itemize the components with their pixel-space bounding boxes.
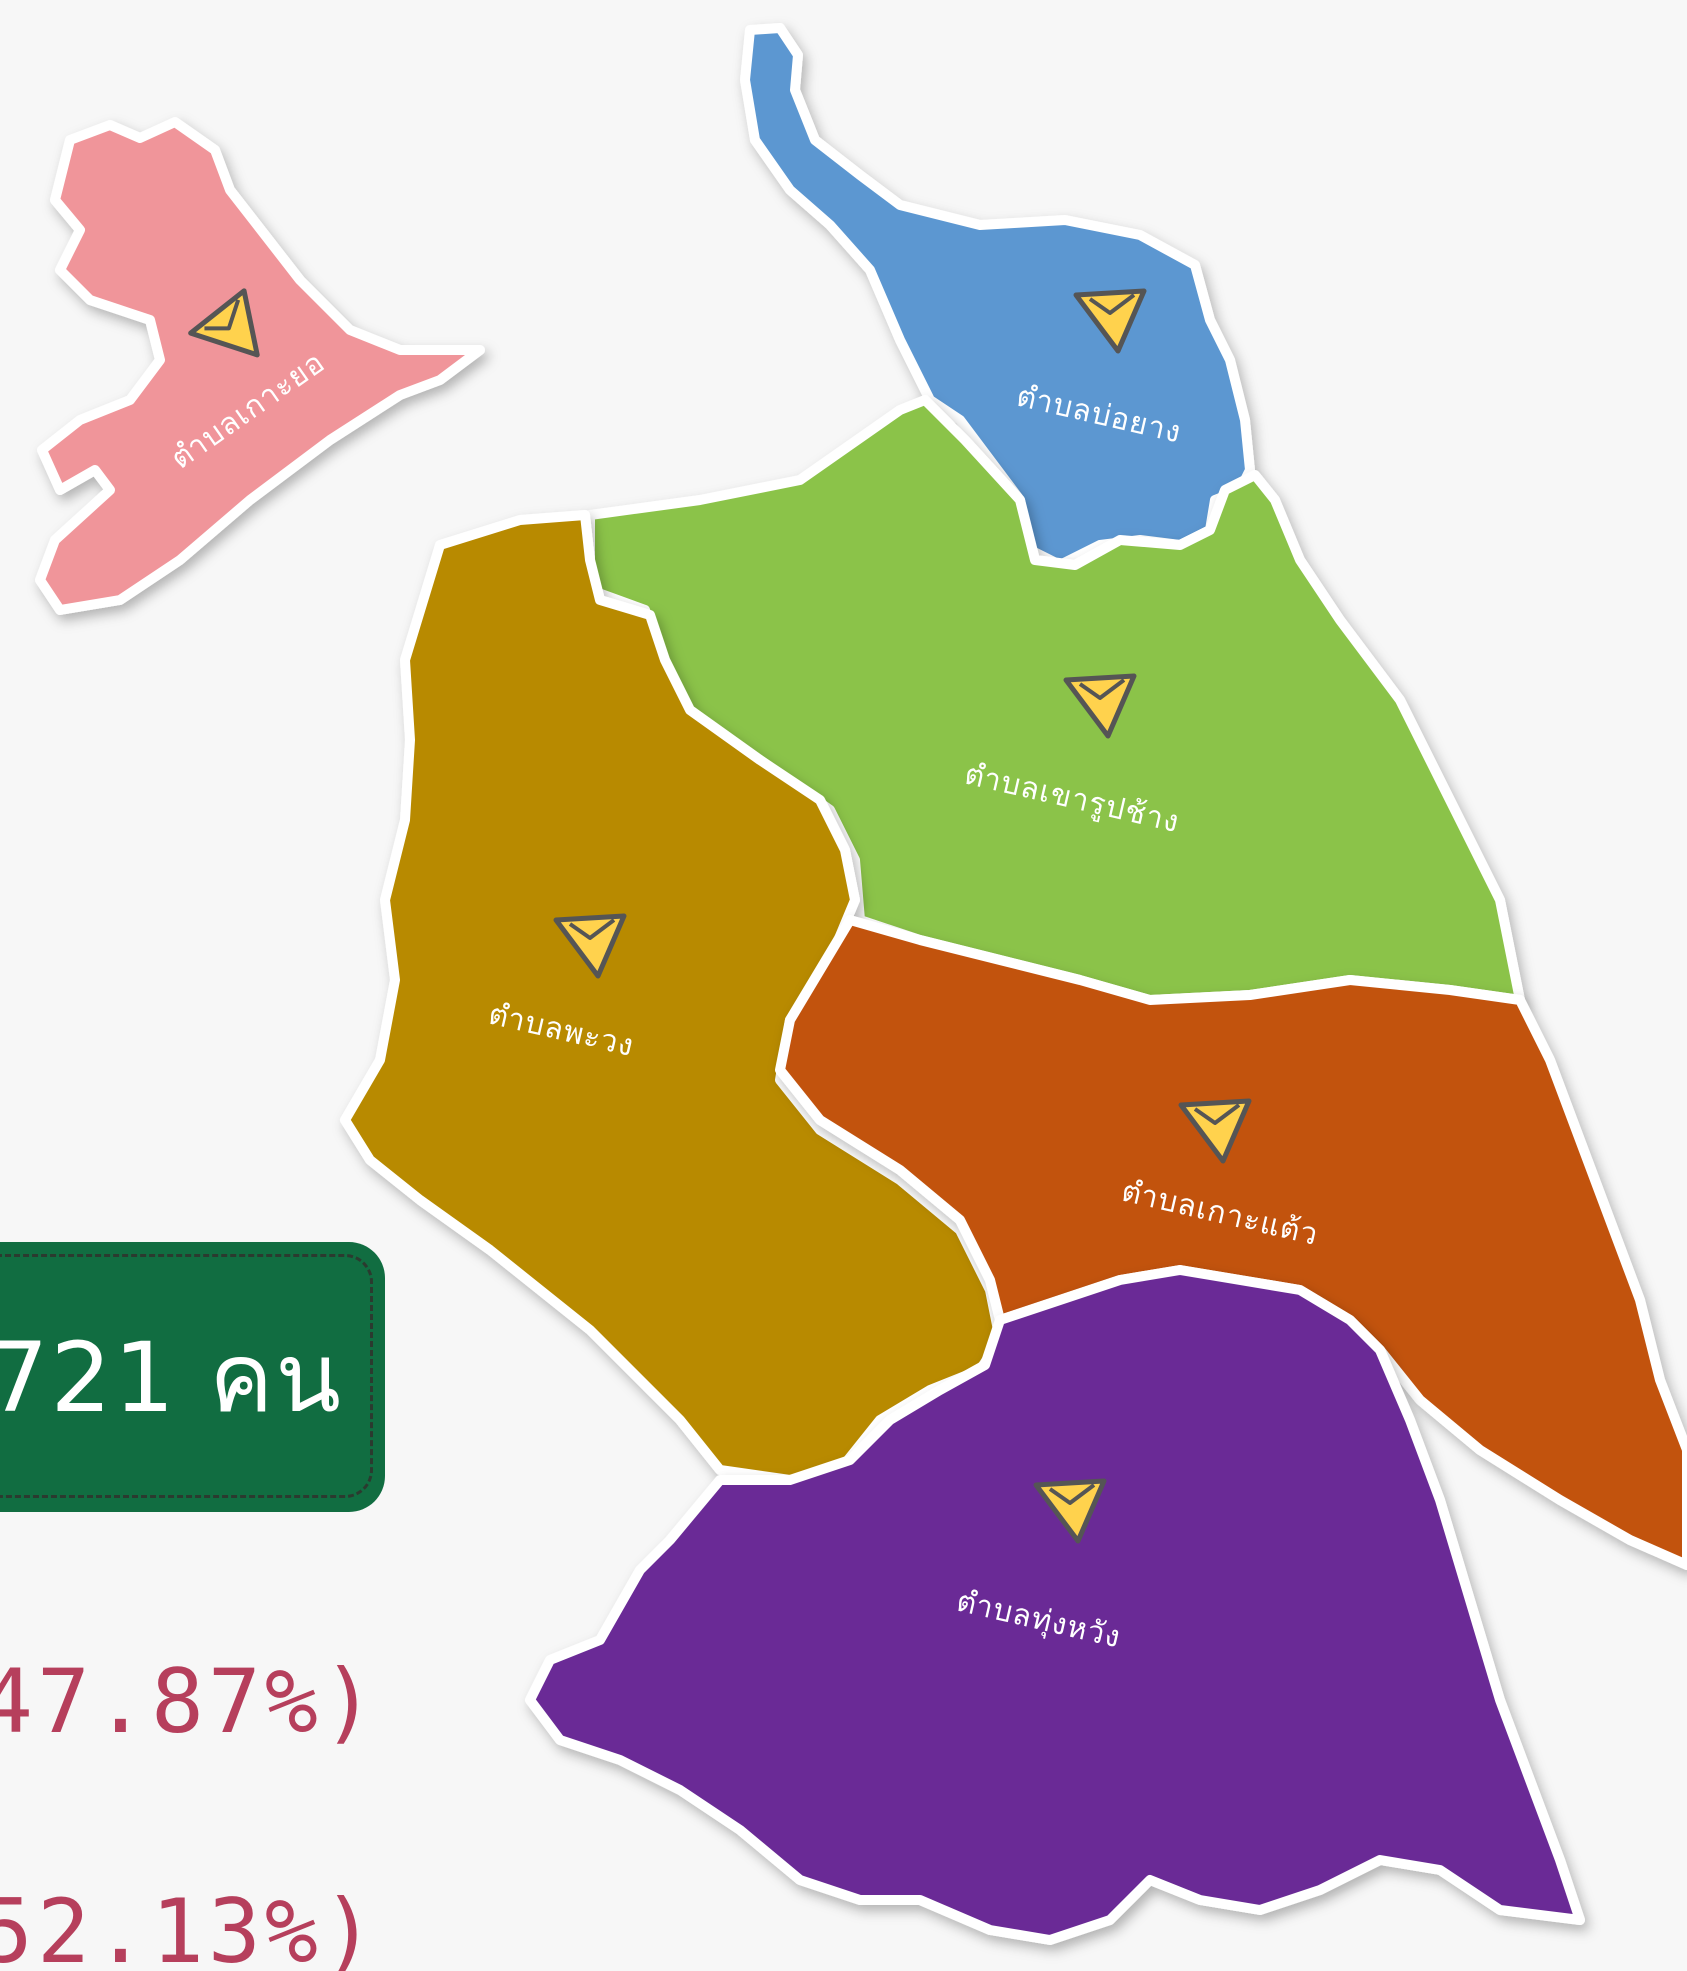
male-percent-text: 47.87%): [0, 1650, 379, 1753]
marker-icon: [1073, 288, 1147, 354]
marker-icon: [188, 288, 260, 358]
year-fragment: 5: [0, 1120, 4, 1185]
total-population-box: 721 คน: [0, 1242, 385, 1512]
total-population-text: 721 คน: [0, 1322, 343, 1434]
district-markers: [188, 288, 1252, 1544]
marker-icon: [1033, 1478, 1107, 1544]
district-ko-taeo[interactable]: [775, 915, 1687, 1570]
total-box-dashed-border: [0, 1254, 373, 1498]
female-percent-text: 52.13%): [0, 1880, 379, 1971]
marker-icon: [553, 913, 627, 979]
marker-icon: [1063, 673, 1137, 739]
marker-icon: [1178, 1098, 1252, 1164]
district-ko-yo[interactable]: [35, 117, 485, 615]
district-thung-wang[interactable]: [525, 1265, 1585, 1945]
